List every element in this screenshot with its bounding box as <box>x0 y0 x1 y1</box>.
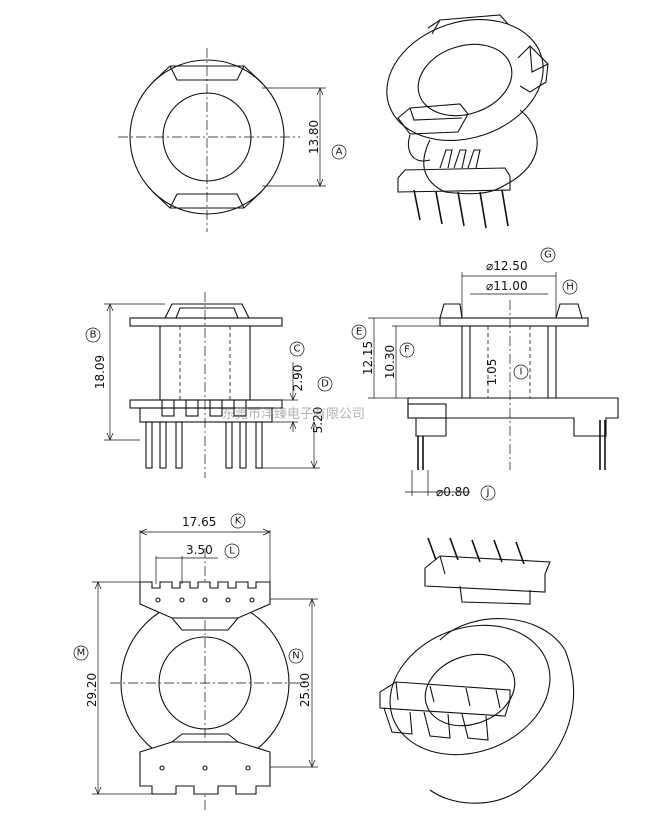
callout-n: N <box>292 651 299 662</box>
callout-g: G <box>544 250 552 261</box>
dim-10-30: 10.30 <box>383 345 397 379</box>
dim-25-00: 25.00 <box>298 673 312 707</box>
callout-h: H <box>566 282 574 293</box>
dim-12-50: ⌀12.50 <box>486 259 528 273</box>
callout-circle-c <box>289 341 305 357</box>
callout-d: D <box>321 379 329 390</box>
dim-0-80: ⌀0.80 <box>436 485 470 499</box>
callout-b: B <box>90 330 97 341</box>
side-view: ⌀12.50 G ⌀11.00 H 12.15 E 10.30 F 1.05 I… <box>351 247 619 501</box>
callout-circle-h <box>562 279 578 295</box>
callout-e: E <box>356 327 362 338</box>
dim-5-20: 5.20 <box>311 407 325 434</box>
top-view: 13.80 A <box>118 48 347 232</box>
isometric-top-view <box>386 14 549 229</box>
callout-c: C <box>294 344 301 355</box>
callout-circle-a <box>331 144 347 160</box>
callout-k: K <box>235 516 242 527</box>
callout-i: I <box>520 367 523 378</box>
callout-circle-n <box>288 648 304 664</box>
isometric-bottom-view <box>379 537 575 804</box>
dim-29-20: 29.20 <box>85 673 99 707</box>
callout-circle-k <box>230 513 246 529</box>
dim-12-15: 12.15 <box>361 341 375 375</box>
callout-circle-e <box>351 324 367 340</box>
company-watermark: 东莞市洋臻电子有限公司 <box>222 406 365 422</box>
front-view: 18.09 B 2.90 C 5.20 D <box>85 292 333 478</box>
dim-17-65: 17.65 <box>182 515 216 529</box>
dim-13-80: 13.80 <box>307 120 321 154</box>
callout-a: A <box>336 147 343 158</box>
callout-l: L <box>229 546 235 557</box>
callout-circle-f <box>399 342 415 358</box>
callout-m: M <box>77 648 86 659</box>
bottom-view: 17.65 K 3.50 L 29.20 M 25.00 N <box>73 513 318 810</box>
callout-circle-g <box>540 247 556 263</box>
dim-2-90: 2.90 <box>291 365 305 392</box>
callout-circle-m <box>73 645 89 661</box>
callout-circle-d <box>317 376 333 392</box>
callout-j: J <box>486 488 490 499</box>
dim-3-50: 3.50 <box>186 543 213 557</box>
callout-circle-b <box>85 327 101 343</box>
dim-1-05: 1.05 <box>485 359 499 386</box>
callout-circle-i <box>513 364 529 380</box>
callout-circle-j <box>480 485 496 501</box>
callout-circle-l <box>224 543 240 559</box>
callout-f: F <box>404 345 410 356</box>
dim-11-00: ⌀11.00 <box>486 279 528 293</box>
dim-18-09: 18.09 <box>93 355 107 389</box>
